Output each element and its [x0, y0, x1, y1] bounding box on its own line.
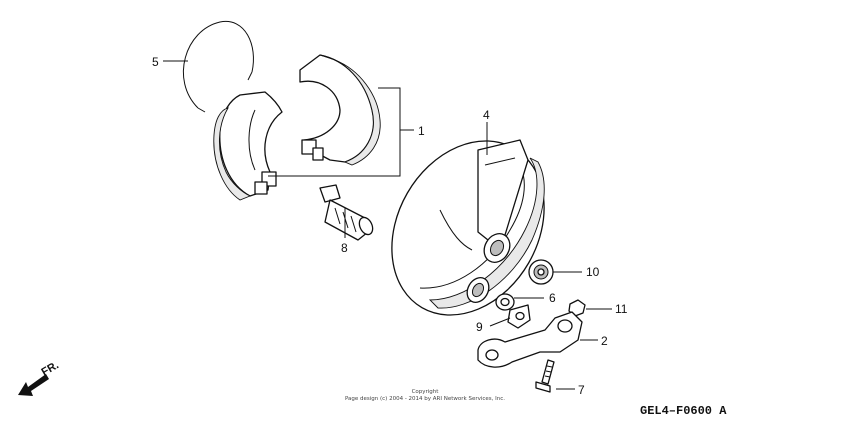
callout-11: 11 — [615, 302, 628, 316]
part-5-spring — [182, 20, 254, 113]
direction-label: FR. — [40, 359, 61, 378]
copyright-notice: Copyright Page design (c) 2004 - 2014 by… — [345, 389, 505, 402]
part-10-seal — [528, 259, 554, 285]
part-7-cam — [319, 184, 374, 241]
part-11-nut — [568, 299, 586, 317]
callout-5: 5 — [152, 55, 159, 69]
callout-1: 1 — [418, 124, 425, 138]
callout-2: 2 — [601, 334, 608, 348]
part-1-brake-shoes — [213, 54, 381, 201]
callout-4: 4 — [483, 108, 490, 122]
callout-leaders — [163, 60, 612, 390]
part-6-washer — [495, 293, 515, 311]
diagram-code: GEL4–F0600 A — [640, 404, 727, 418]
callout-9: 7 — [578, 383, 585, 397]
part-8-indicator — [507, 304, 531, 329]
part-2-brake-arm — [477, 311, 583, 368]
callout-8: 9 — [476, 320, 483, 334]
callout-7: 8 — [341, 241, 348, 255]
callout-labels: 5 1 8 4 10 6 9 11 2 7 — [152, 55, 628, 397]
part-4-brake-panel — [391, 139, 545, 316]
callout-6: 6 — [549, 291, 556, 305]
part-9-bolt — [535, 359, 555, 393]
callout-10: 10 — [586, 265, 600, 279]
copyright-line-1: Copyright — [412, 389, 440, 395]
copyright-line-2: Page design (c) 2004 - 2014 by ARI Netwo… — [345, 396, 505, 402]
direction-arrow-icon: FR. — [18, 359, 61, 396]
